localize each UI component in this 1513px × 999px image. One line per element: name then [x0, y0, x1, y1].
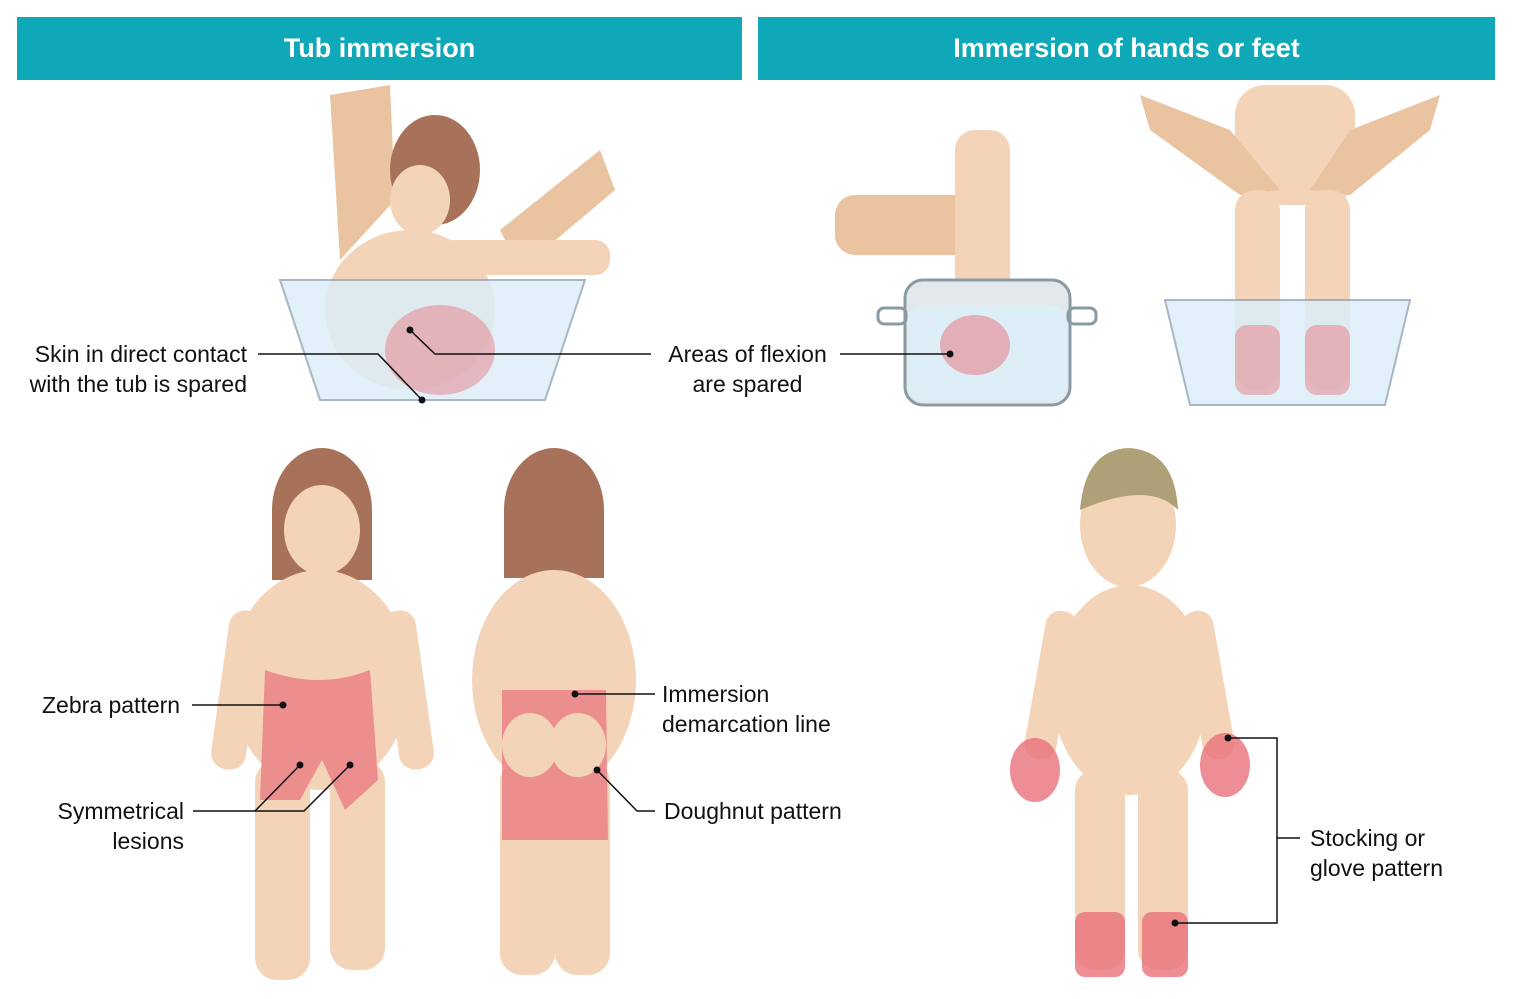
label-line: demarcation line — [662, 711, 831, 737]
label-stocking-glove: Stocking or glove pattern — [1310, 823, 1443, 883]
child-back-illustration — [472, 448, 636, 975]
label-skin-contact: Skin in direct contact with the tub is s… — [30, 339, 247, 399]
leader-dots — [279, 326, 1232, 927]
label-symmetrical-lesions: Symmetrical lesions — [57, 796, 184, 856]
header-tub-immersion: Tub immersion — [17, 17, 742, 80]
label-line: glove pattern — [1310, 855, 1443, 881]
leader-lines — [192, 329, 1300, 924]
label-zebra-pattern: Zebra pattern — [42, 692, 181, 718]
label-line: Symmetrical — [57, 798, 184, 824]
label-line: lesions — [112, 828, 184, 854]
header-title: Immersion of hands or feet — [953, 33, 1300, 63]
label-doughnut-pattern: Doughnut pattern — [664, 798, 842, 824]
header-title: Tub immersion — [283, 33, 476, 63]
label-line: Immersion — [662, 681, 770, 707]
label-line: Areas of flexion — [668, 341, 827, 367]
pot-scene-illustration — [835, 130, 1098, 407]
child-front-illustration — [211, 448, 434, 980]
label-flexion: Areas of flexion are spared — [660, 339, 835, 399]
label-line: Stocking or — [1310, 825, 1426, 851]
label-line: Skin in direct contact — [34, 341, 247, 367]
header-hands-feet-immersion: Immersion of hands or feet — [758, 17, 1495, 80]
label-line: are spared — [692, 371, 803, 397]
basin-scene-illustration — [1140, 85, 1440, 406]
label-demarcation-line: Immersion demarcation line — [662, 679, 831, 739]
child-boy-illustration — [1010, 448, 1250, 977]
label-line: with the tub is spared — [29, 371, 247, 397]
tub-scene-illustration — [278, 85, 615, 401]
